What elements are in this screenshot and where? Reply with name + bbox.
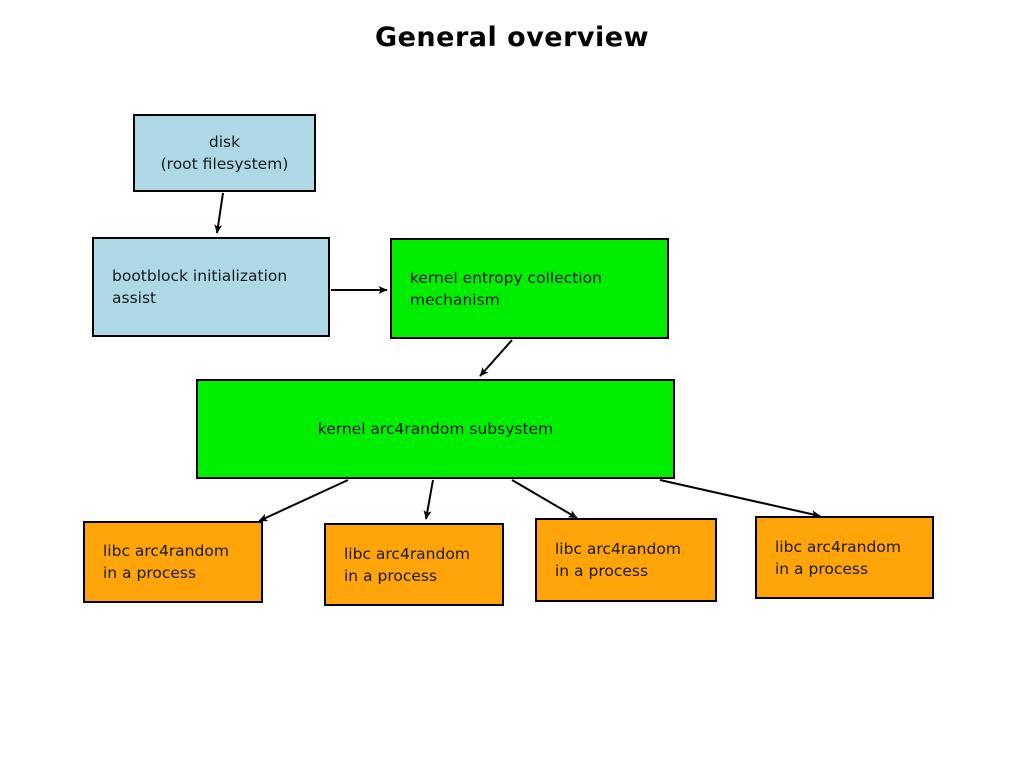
edge-entropy-to-subsystem	[479, 339, 513, 377]
node-kernel-arc4random-subsystem[interactable]: kernel arc4random subsystem	[196, 379, 675, 479]
node-kernel-entropy-collection-mechanism[interactable]: kernel entropy collection mechanism	[390, 238, 669, 339]
edge-subsystem-to-libc2	[423, 479, 434, 520]
edge-disk-to-bootblock	[214, 192, 224, 234]
node-bootblock-initialization-assist[interactable]: bootblock initialization assist	[92, 237, 330, 337]
node-libc-3-label: libc arc4random in a process	[555, 540, 681, 580]
edge-subsystem-to-libc3	[511, 479, 578, 519]
node-bootblock-label: bootblock initialization assist	[112, 267, 288, 307]
page-title: General overview	[374, 22, 650, 53]
edge-subsystem-to-libc4	[659, 479, 821, 519]
edge-subsystem-to-libc1	[258, 479, 349, 522]
node-libc-arc4random-process-4[interactable]: libc arc4random in a process	[755, 516, 934, 599]
node-entropy-label: kernel entropy collection mechanism	[410, 268, 602, 309]
node-disk[interactable]: disk (root filesystem)	[133, 114, 316, 192]
node-libc-2-label: libc arc4random in a process	[344, 544, 470, 585]
node-libc-4-label: libc arc4random in a process	[775, 537, 901, 578]
node-libc-arc4random-process-2[interactable]: libc arc4random in a process	[324, 523, 504, 606]
node-libc-1-label: libc arc4random in a process	[103, 542, 229, 582]
node-disk-label: disk (root filesystem)	[160, 133, 289, 173]
node-libc-arc4random-process-1[interactable]: libc arc4random in a process	[83, 521, 263, 603]
node-subsystem-label: kernel arc4random subsystem	[317, 420, 554, 438]
node-libc-arc4random-process-3[interactable]: libc arc4random in a process	[535, 518, 717, 602]
